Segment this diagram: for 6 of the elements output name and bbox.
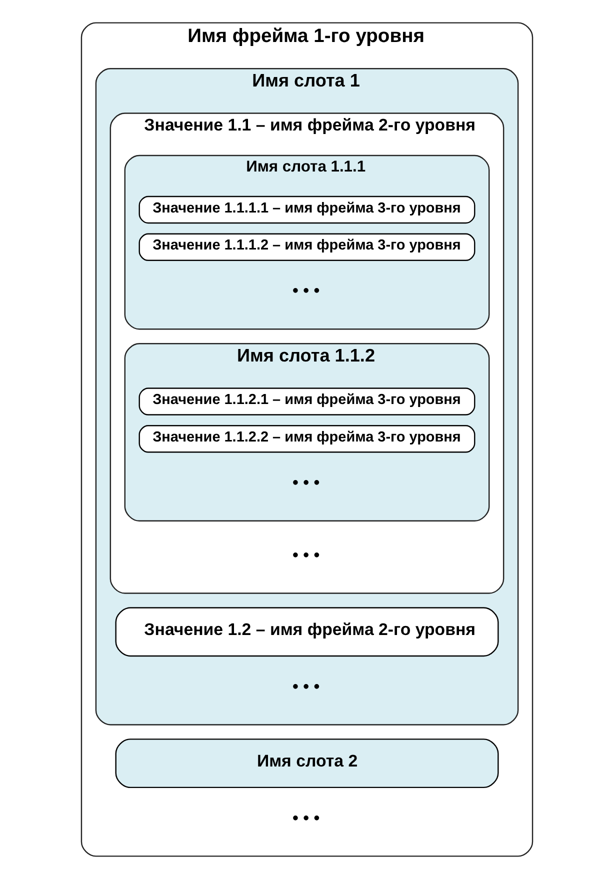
node-box: Значение 1.1.2.1 – имя фрейма 3-го уровня (138, 388, 475, 416)
node-box: Значение 1.1.2.2 – имя фрейма 3-го уровня (138, 425, 475, 453)
node-box: Значение 1.1.1.1 – имя фрейма 3-го уровня (138, 196, 475, 224)
node-box: Имя слота 2 (114, 738, 498, 788)
node-box: Значение 1.1.1.2 – имя фрейма 3-го уровня (138, 233, 475, 261)
node-box: Значение 1.2 – имя фрейма 2-го уровня (114, 607, 498, 657)
